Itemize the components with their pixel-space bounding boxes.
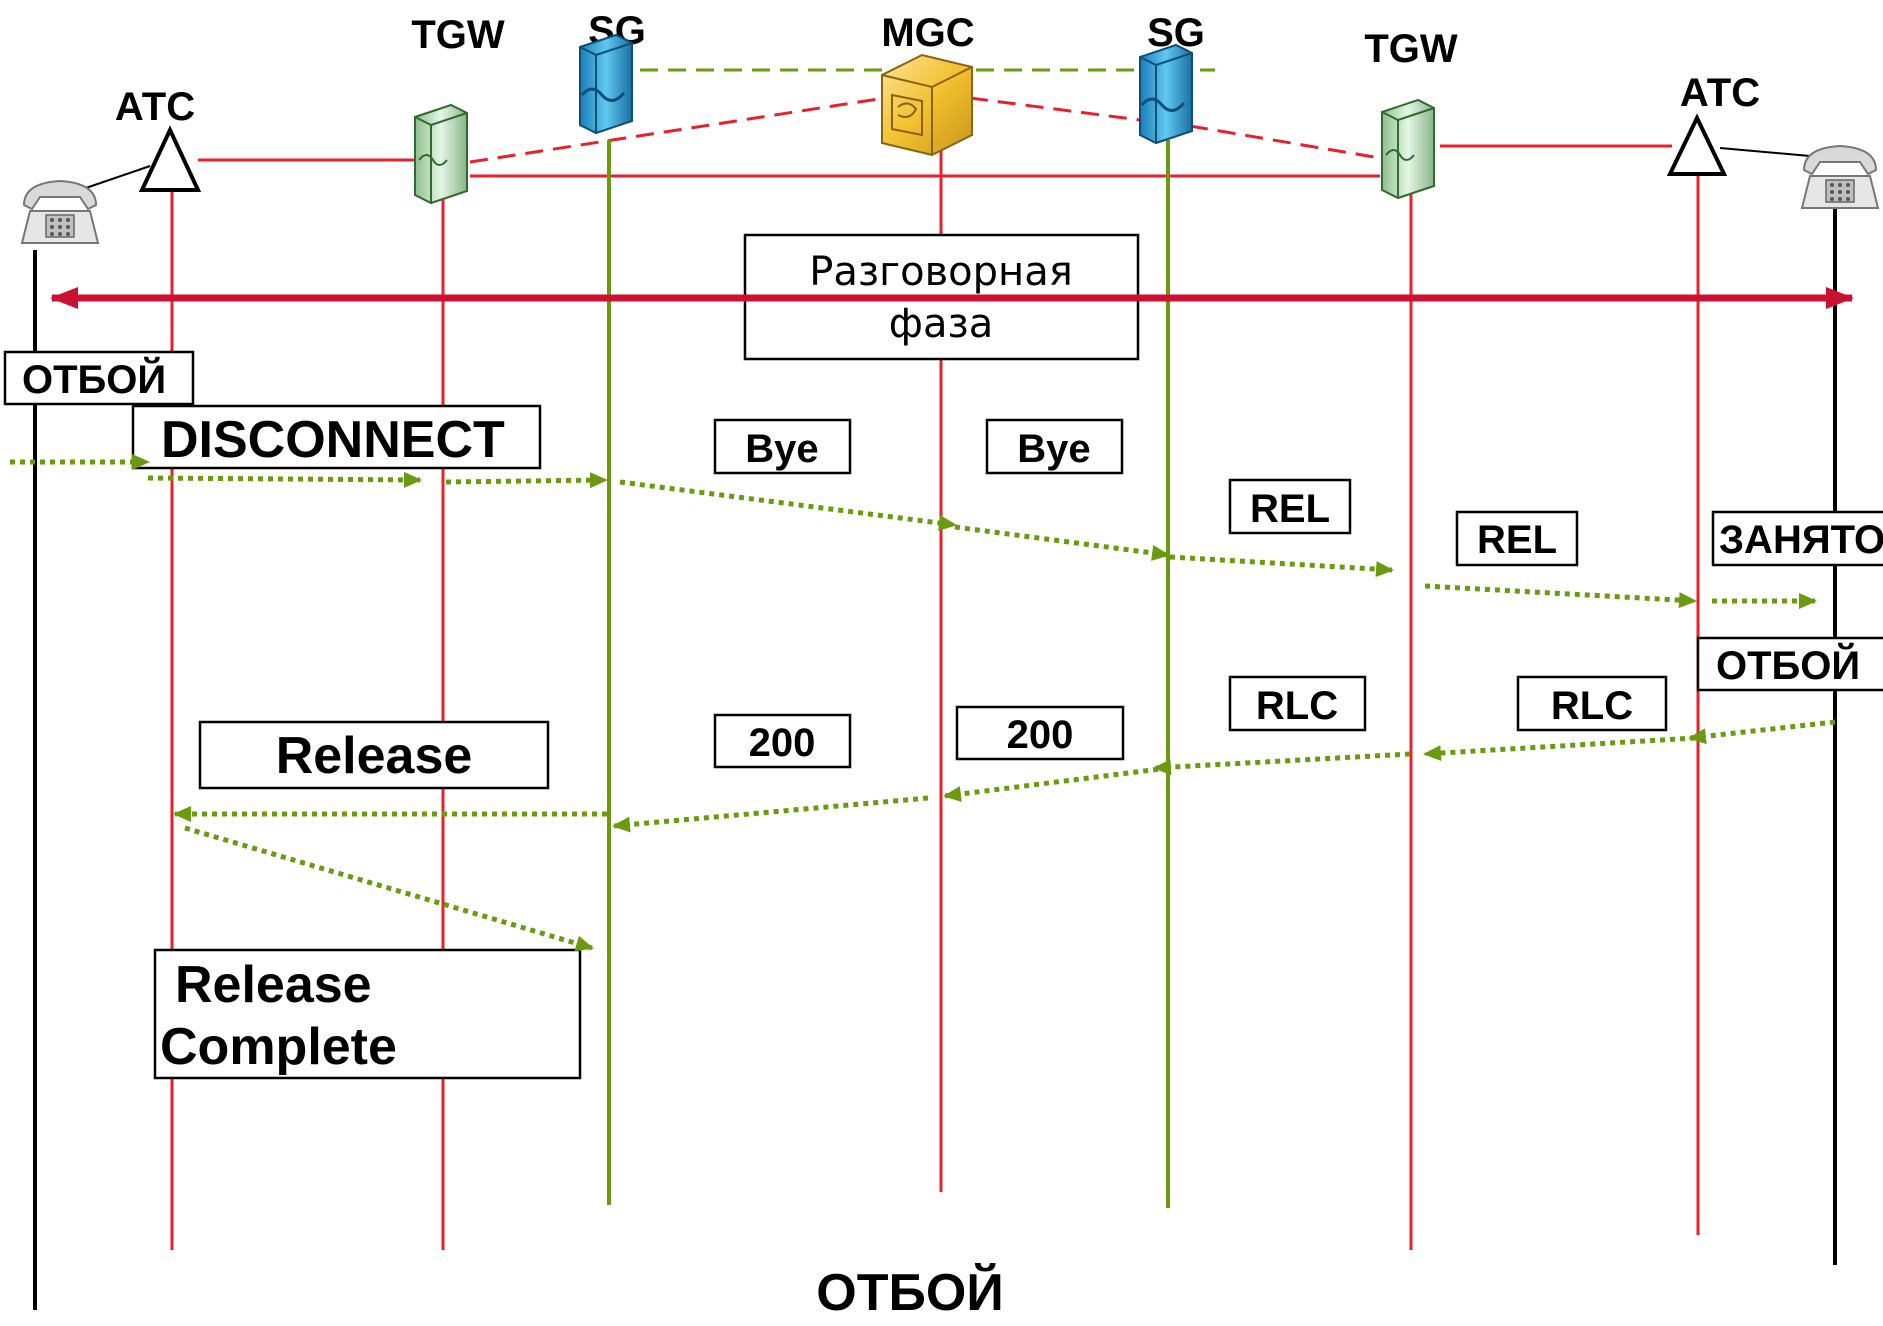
label-box-release-complete [153, 948, 582, 1080]
arrow-bye-sg-to-mgc [619, 479, 957, 531]
message-label-bye-1: Bye [745, 427, 818, 471]
message-label-otboy-right: ОТБОЙ [1716, 642, 1860, 688]
label-box-rlc-2 [1516, 675, 1668, 732]
bearer-links [79, 144, 1811, 191]
telephone-icon [1800, 144, 1880, 209]
message-label-release-complete-line2: Complete [160, 1018, 397, 1076]
message-label-200-2: 200 [1007, 713, 1074, 757]
arrow-rel-sg-to-tgw [1169, 554, 1394, 578]
arrow-bye-mgc-to-sg [954, 524, 1170, 561]
node-label-tgw-left: TGW [411, 13, 505, 57]
atc-triangle-icon [138, 125, 202, 192]
message-label-rel-1: REL [1250, 487, 1330, 531]
arrow-otboy-phone-to-atc [1688, 719, 1836, 745]
label-box-disconnect [131, 404, 542, 470]
label-box-bye-1 [713, 418, 852, 475]
telephone-icon [20, 179, 100, 244]
label-box-zanyato [1711, 510, 1883, 567]
message-label-release-complete-line1: Release [175, 956, 372, 1014]
message-label-200-1: 200 [749, 721, 816, 765]
label-box-bye-2 [985, 418, 1124, 475]
node-label-atc-left: АТС [115, 85, 195, 129]
tgw-server-icon [414, 103, 468, 205]
arrow-release-complete-atc-to-sg [184, 825, 594, 952]
tgw-server-icon [1381, 98, 1435, 200]
arrow-rlc-tgw-to-sg [1153, 751, 1411, 776]
node-label-atc-right: АТС [1680, 71, 1760, 115]
node-label-tgw-right: TGW [1364, 27, 1458, 71]
label-box-200-2 [955, 705, 1125, 761]
arrow-rel-tgw-to-atc [1424, 583, 1697, 609]
label-box-rel-2 [1455, 510, 1579, 567]
phase-label-line1: Разговорная [809, 249, 1073, 295]
arrow-atc-to-tgw [147, 471, 422, 488]
label-box-release [198, 720, 550, 790]
sg-server-icon [579, 33, 633, 135]
message-label-release: Release [276, 727, 473, 785]
sg-server-icon [1139, 43, 1193, 145]
phase-label-line2: фаза [889, 301, 994, 347]
label-box-200-1 [713, 713, 852, 769]
node-label-mgc: MGC [881, 11, 974, 55]
label-box-otboy-left [3, 350, 195, 406]
atc-triangle-icon [1666, 113, 1728, 176]
arrow-tgw-to-sg [445, 472, 608, 489]
message-label-bye-2: Bye [1017, 427, 1090, 471]
label-box-rel-1 [1228, 478, 1352, 535]
label-box-rlc-1 [1228, 675, 1367, 732]
message-arrows [10, 454, 1836, 952]
message-label-rlc-2: RLC [1551, 684, 1633, 728]
arrow-rlc-atc-to-tgw [1423, 735, 1696, 762]
message-label-rlc-1: RLC [1256, 684, 1338, 728]
arrow-200-mgc-to-sg [612, 795, 929, 833]
message-label-disconnect: DISCONNECT [161, 411, 505, 469]
label-box-otboy-right [1696, 636, 1883, 692]
message-label-otboy-left: ОТБОЙ [22, 356, 166, 402]
message-label-rel-2: REL [1477, 518, 1557, 562]
mgc-device-icon [881, 53, 973, 157]
message-label-otboy-bottom: ОТБОЙ [816, 1263, 1003, 1322]
arrow-200-sg-to-mgc [943, 765, 1169, 802]
message-label-zanyato: ЗАНЯТО [1719, 518, 1883, 562]
